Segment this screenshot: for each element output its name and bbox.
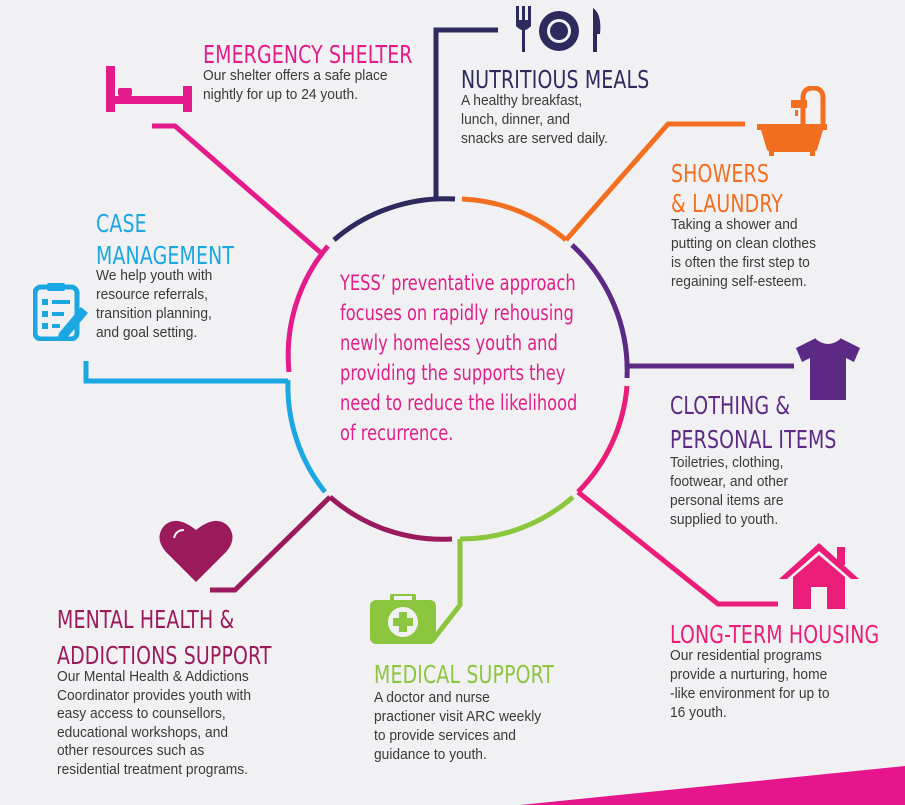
service-showers-laundry: SHOWERS & LAUNDRY Taking a shower and pu… [671, 159, 829, 291]
arc-shelter [285, 244, 330, 373]
line-shelter [152, 123, 322, 254]
service-nutritious-meals: NUTRITIOUS MEALS A healthy breakfast, lu… [461, 67, 685, 148]
service-title: SHOWERS & LAUNDRY [671, 159, 784, 218]
bathtub-icon [757, 86, 827, 156]
service-title: CLOTHING & PERSONAL ITEMS [670, 391, 837, 454]
service-mental-health: MENTAL HEALTH & ADDICTIONS SUPPORT Our M… [57, 602, 312, 779]
service-title: MEDICAL SUPPORT [374, 660, 555, 689]
service-clothing-personal-items: CLOTHING & PERSONAL ITEMS Toiletries, cl… [670, 389, 868, 529]
center-statement: YESS’ preventative approach focuses on r… [340, 271, 578, 445]
service-long-term-housing: LONG-TERM HOUSING Our residential progra… [670, 622, 905, 722]
service-description: Our residential programs provide a nurtu… [670, 647, 830, 721]
bottom-band [520, 766, 905, 805]
arc-showers [461, 196, 568, 242]
service-title: EMERGENCY SHELTER [203, 40, 413, 69]
service-description: Our Mental Health & Addictions Coordinat… [57, 668, 252, 778]
service-title: CASE MANAGEMENT [96, 209, 235, 270]
arc-medical [459, 495, 575, 542]
tshirt-icon [796, 338, 860, 400]
service-description: A healthy breakfast, lunch, dinner, and … [461, 92, 609, 147]
service-description: A doctor and nurse practioner visit ARC … [374, 689, 542, 763]
house-icon [779, 543, 859, 609]
line-meals [433, 27, 498, 200]
service-title: NUTRITIOUS MEALS [461, 65, 650, 94]
line-case [83, 361, 288, 384]
clipboard-checklist-icon [33, 283, 88, 341]
line-housing [576, 490, 778, 607]
service-description: Our shelter offers a safe place nightly … [203, 67, 388, 103]
arc-housing [576, 385, 630, 494]
bed-icon [106, 66, 192, 112]
service-case-management: CASE MANAGEMENT We help youth with resou… [96, 208, 260, 342]
service-description: We help youth with resource referrals, t… [96, 267, 213, 341]
plate-fork-knife-icon [516, 6, 601, 52]
first-aid-kit-icon [370, 594, 436, 644]
line-mental [210, 495, 332, 593]
service-description: Toiletries, clothing, footwear, and othe… [670, 454, 789, 528]
service-medical-support: MEDICAL SUPPORT A doctor and nurse pract… [374, 662, 588, 764]
service-title: LONG-TERM HOUSING [670, 620, 880, 649]
arc-mental [328, 495, 453, 542]
arc-case [285, 379, 327, 494]
service-title: MENTAL HEALTH & ADDICTIONS SUPPORT [57, 605, 272, 670]
line-showers [564, 121, 745, 242]
line-medical [430, 539, 463, 643]
service-description: Taking a shower and putting on clean clo… [671, 216, 817, 290]
arc-meals [332, 196, 456, 242]
heart-icon [159, 520, 233, 582]
arc-clothing [570, 243, 630, 379]
service-emergency-shelter: EMERGENCY SHELTER Our shelter offers a s… [203, 42, 453, 104]
